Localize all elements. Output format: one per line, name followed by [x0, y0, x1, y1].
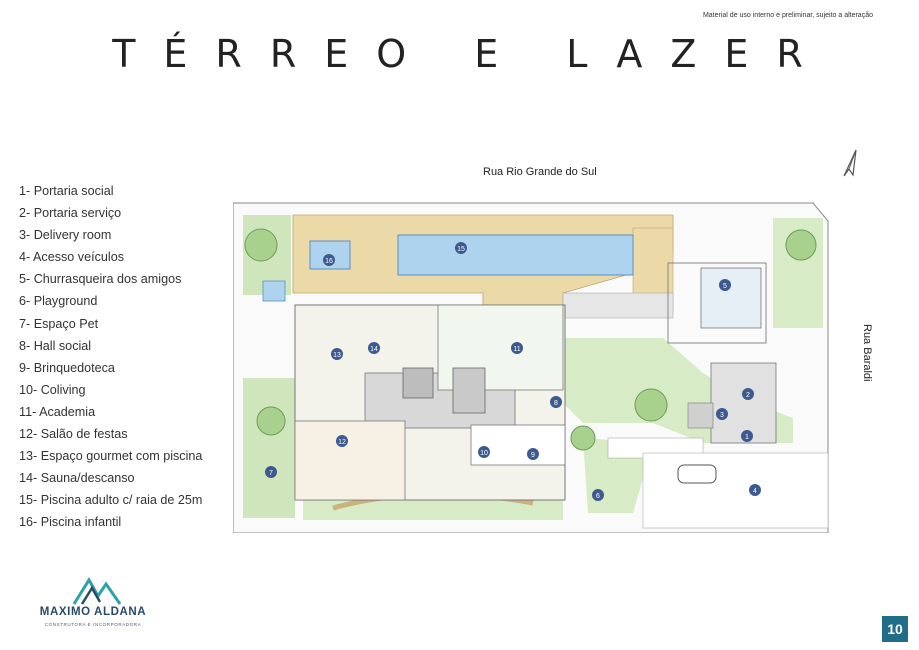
legend-item: 5- Churrasqueira dos amigos: [19, 272, 182, 287]
map-marker: 5: [719, 279, 731, 291]
legend-item: 15- Piscina adulto c/ raia de 25m: [19, 493, 203, 508]
disclaimer-text: Material de uso interno e preliminar, su…: [702, 12, 873, 19]
site-plan: 1 2 3 4 5 6 7 8 9 10 11 12 13 14 15 16: [233, 202, 829, 533]
legend-item: 7- Espaço Pet: [19, 316, 99, 331]
trees: [244, 228, 817, 451]
legend-item: 1- Portaria social: [19, 184, 114, 198]
svg-text:1: 1: [745, 434, 749, 441]
map-marker: 4: [749, 484, 761, 496]
svg-text:14: 14: [370, 346, 378, 353]
brand-tagline: CONSTRUTORA E INCORPORADORA: [44, 622, 142, 627]
map-marker: 14: [368, 342, 380, 354]
legend-item: 13- Espaço gourmet com piscina: [19, 449, 203, 464]
legend-item: 11- Academia: [19, 404, 96, 419]
svg-text:2: 2: [746, 392, 750, 399]
legend-item: 16- Piscina infantil: [19, 515, 122, 530]
map-marker: 13: [331, 348, 343, 360]
legend-item: 2- Portaria serviço: [19, 206, 122, 221]
legend-item: 12- Salão de festas: [19, 427, 128, 442]
map-marker: 6: [592, 489, 604, 501]
svg-text:11: 11: [513, 346, 520, 353]
svg-text:5: 5: [723, 283, 727, 290]
map-marker: 2: [742, 388, 754, 400]
svg-text:4: 4: [753, 488, 757, 495]
map-marker: 8: [550, 396, 562, 408]
legend-item: 3- Delivery room: [19, 228, 112, 243]
map-marker: 15: [455, 242, 467, 254]
north-arrow-icon: [843, 149, 857, 177]
brand-name: MAXIMO ALDANA: [39, 606, 147, 618]
barbecue-pavilion: [667, 262, 767, 344]
map-marker: 12: [336, 435, 348, 447]
svg-text:13: 13: [333, 352, 341, 359]
legend-item: 10- Coliving: [19, 382, 86, 397]
page-title: TÉRREO E LAZER: [112, 32, 831, 76]
street-label-top: Rua Rio Grande do Sul: [483, 166, 597, 178]
brand-logo-icon: [72, 577, 122, 605]
svg-text:3: 3: [720, 412, 724, 419]
map-marker: 10: [478, 446, 490, 458]
map-marker: 7: [265, 466, 277, 478]
svg-text:7: 7: [269, 470, 273, 477]
svg-text:16: 16: [325, 258, 333, 265]
main-building: [294, 304, 566, 501]
map-marker: 3: [716, 408, 728, 420]
svg-text:12: 12: [338, 439, 346, 446]
svg-text:6: 6: [596, 493, 600, 500]
pools: [262, 234, 634, 302]
legend-list: 1- Portaria social 2- Portaria serviço 3…: [19, 180, 202, 534]
svg-text:9: 9: [531, 452, 535, 459]
svg-text:10: 10: [480, 450, 488, 457]
legend-item: 14- Sauna/descanso: [19, 471, 135, 486]
map-marker: 1: [741, 430, 753, 442]
driveway: [642, 452, 829, 529]
svg-text:15: 15: [457, 246, 465, 253]
page-number-badge: 10: [882, 616, 908, 642]
street-label-right: Rua Baraldi: [861, 324, 873, 382]
map-marker: 11: [511, 342, 523, 354]
legend-item: 4- Acesso veículos: [19, 250, 124, 265]
svg-text:8: 8: [554, 400, 558, 407]
legend-item: 9- Brinquedoteca: [19, 360, 115, 375]
area-markers: 1 2 3 4 5 6 7 8 9 10 11 12 13 14 15 16: [265, 242, 761, 501]
legend-item: 6- Playground: [19, 294, 98, 309]
map-marker: 9: [527, 448, 539, 460]
map-marker: 16: [323, 254, 335, 266]
entrance-block: [607, 362, 777, 459]
legend-item: 8- Hall social: [19, 338, 92, 353]
